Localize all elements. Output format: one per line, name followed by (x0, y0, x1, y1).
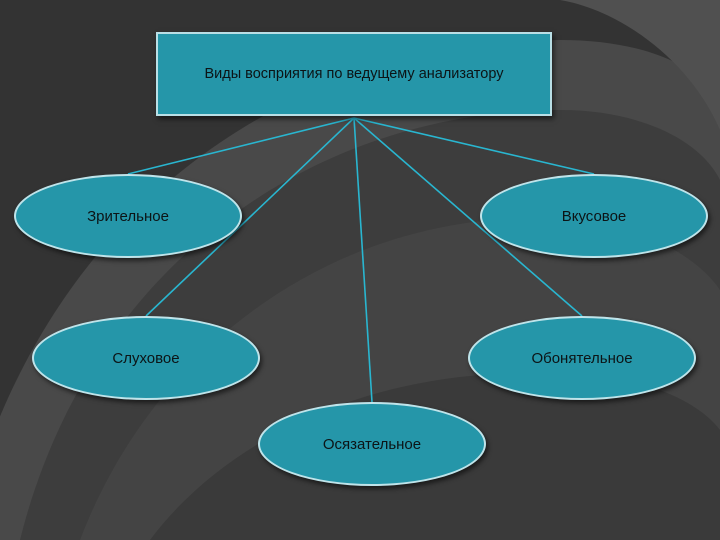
node-tactile-label: Осязательное (322, 435, 422, 453)
node-auditory-label: Слуховое (112, 349, 180, 367)
edge-olfactory (353, 117, 583, 317)
node-auditory: Слуховое (32, 316, 260, 400)
node-olfactory-label: Обонятельное (531, 349, 633, 367)
root-node: Виды восприятия по ведущему анализатору (156, 32, 552, 116)
edge-visual (127, 117, 355, 175)
edge-tactile (353, 117, 373, 403)
node-visual: Зрительное (14, 174, 242, 258)
node-gustatory: Вкусовое (480, 174, 708, 258)
edge-gustatory (353, 117, 595, 175)
node-gustatory-label: Вкусовое (561, 207, 627, 225)
root-node-label: Виды восприятия по ведущему анализатору (204, 66, 504, 82)
node-tactile: Осязательное (258, 402, 486, 486)
node-visual-label: Зрительное (87, 207, 169, 225)
node-olfactory: Обонятельное (468, 316, 696, 400)
edge-auditory (145, 117, 355, 317)
